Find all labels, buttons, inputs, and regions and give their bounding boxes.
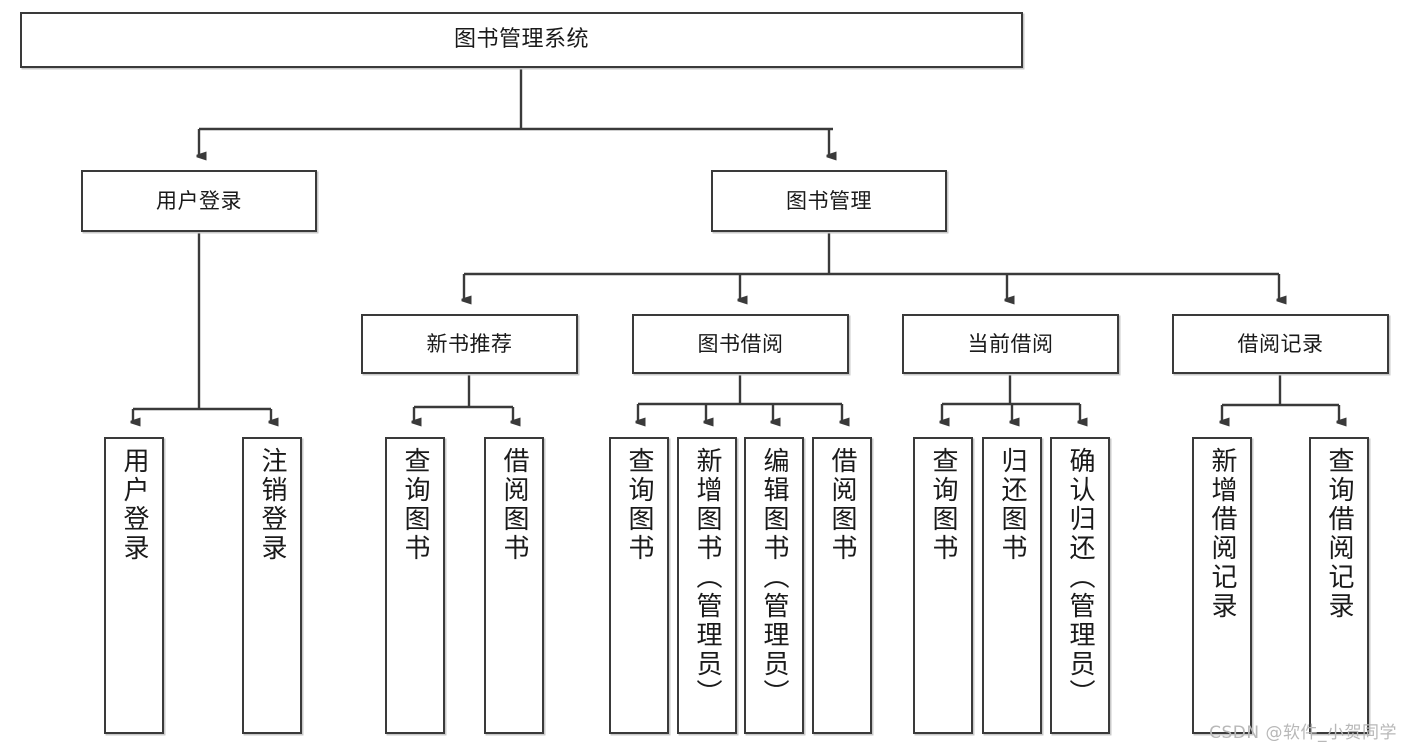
node-root-system[interactable]: 图书管理系统 <box>20 12 1023 68</box>
leaf-record-query-record[interactable]: 查询借阅记录 <box>1309 437 1369 734</box>
csdn-watermark: CSDN @软件_小贺同学 <box>1209 723 1397 743</box>
node-user-login[interactable]: 用户登录 <box>81 170 317 232</box>
leaf-user-login-logout[interactable]: 注销登录 <box>242 437 302 734</box>
node-label: 新增借阅记录 <box>1207 447 1237 621</box>
node-label: 注销登录 <box>257 447 287 563</box>
leaf-recommend-borrow-book[interactable]: 借阅图书 <box>484 437 544 734</box>
leaf-current-confirm-return-admin[interactable]: 确认归还（管理员） <box>1050 437 1110 734</box>
node-label: 查询图书 <box>928 447 958 563</box>
node-label: 借阅记录 <box>1237 331 1324 356</box>
leaf-borrow-query-book[interactable]: 查询图书 <box>609 437 669 734</box>
node-label: 确认归还（管理员） <box>1065 447 1095 708</box>
node-label: 查询图书 <box>400 447 430 563</box>
node-label: 编辑图书（管理员） <box>759 447 789 708</box>
node-label: 查询借阅记录 <box>1324 447 1354 621</box>
leaf-user-login-login[interactable]: 用户登录 <box>104 437 164 734</box>
node-new-book-recommend[interactable]: 新书推荐 <box>361 314 578 374</box>
node-book-borrow[interactable]: 图书借阅 <box>632 314 849 374</box>
leaf-current-query-book[interactable]: 查询图书 <box>913 437 973 734</box>
node-label: 新增图书（管理员） <box>692 447 722 708</box>
node-label: 当前借阅 <box>967 331 1054 356</box>
node-label: 图书管理 <box>786 188 872 213</box>
leaf-current-return-book[interactable]: 归还图书 <box>982 437 1042 734</box>
node-book-management[interactable]: 图书管理 <box>711 170 947 232</box>
node-label: 新书推荐 <box>426 331 513 356</box>
leaf-recommend-query-book[interactable]: 查询图书 <box>385 437 445 734</box>
node-label: 图书借阅 <box>697 331 784 356</box>
leaf-borrow-edit-book-admin[interactable]: 编辑图书（管理员） <box>744 437 804 734</box>
leaf-borrow-borrow-book[interactable]: 借阅图书 <box>812 437 872 734</box>
node-label: 借阅图书 <box>499 447 529 563</box>
node-label: 用户登录 <box>156 188 242 213</box>
leaf-borrow-add-book-admin[interactable]: 新增图书（管理员） <box>677 437 737 734</box>
leaf-record-add-record[interactable]: 新增借阅记录 <box>1192 437 1252 734</box>
node-label: 归还图书 <box>997 447 1027 563</box>
node-label: 查询图书 <box>624 447 654 563</box>
node-label: 借阅图书 <box>827 447 857 563</box>
node-current-borrow[interactable]: 当前借阅 <box>902 314 1119 374</box>
node-label: 图书管理系统 <box>453 27 589 53</box>
node-borrow-record[interactable]: 借阅记录 <box>1172 314 1389 374</box>
node-label: 用户登录 <box>119 447 149 563</box>
